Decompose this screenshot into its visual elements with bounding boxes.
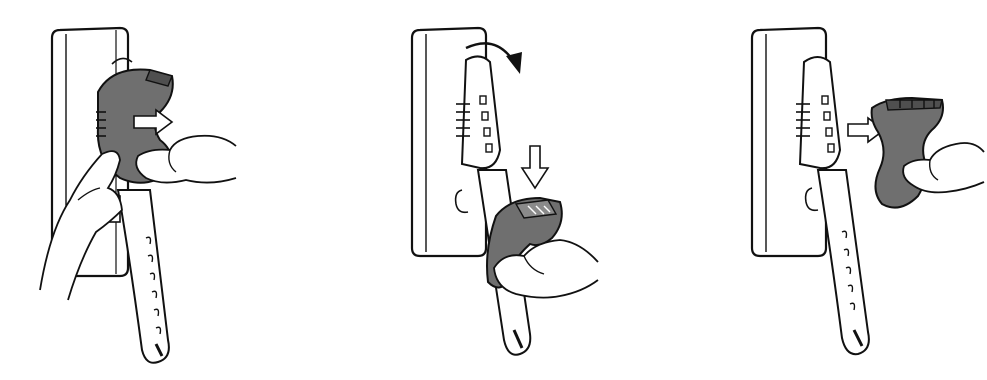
down-arrow xyxy=(522,146,548,188)
mount-plate xyxy=(796,57,840,168)
wrist-strap xyxy=(118,190,169,363)
wrist-strap xyxy=(818,170,869,354)
step-1-panel xyxy=(40,28,236,363)
step-2-panel xyxy=(412,28,598,355)
step-3-panel xyxy=(752,28,984,354)
